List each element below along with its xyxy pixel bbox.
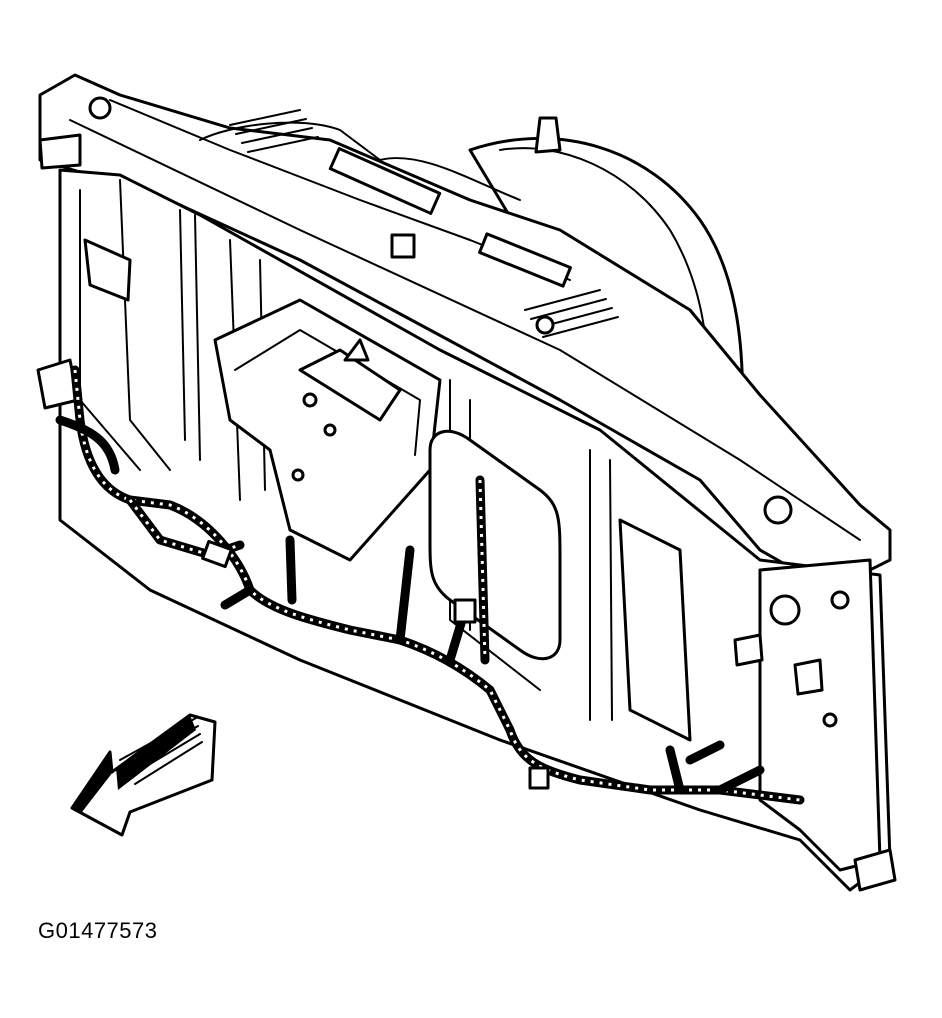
wiring-harness [55,365,805,805]
front-direction-arrow-icon [70,713,217,837]
figure-id-label: G01477573 [38,918,158,943]
upper-tie-bar [38,73,892,592]
